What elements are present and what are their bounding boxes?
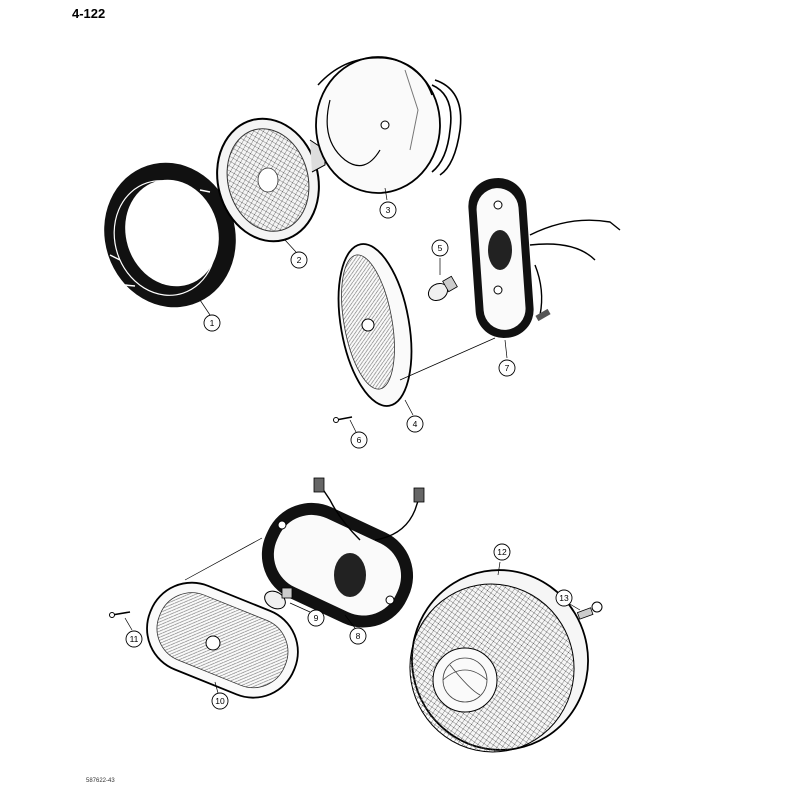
lamp-housing bbox=[315, 56, 462, 194]
callout-4: 4 bbox=[406, 415, 424, 433]
svg-text:6: 6 bbox=[357, 435, 362, 445]
screw-upper bbox=[333, 416, 353, 423]
svg-text:11: 11 bbox=[130, 634, 139, 644]
page-number: 4-122 bbox=[72, 6, 106, 21]
svg-text:10: 10 bbox=[215, 696, 225, 706]
callout-7: 7 bbox=[498, 359, 516, 377]
svg-text:5: 5 bbox=[438, 243, 443, 253]
oval-lens-upper bbox=[337, 243, 413, 407]
leader-line bbox=[349, 419, 357, 433]
round-grille-lamp bbox=[409, 569, 589, 753]
leader-line bbox=[384, 187, 388, 201]
leader-line bbox=[289, 602, 311, 613]
callout-9: 9 bbox=[307, 609, 325, 627]
svg-text:7: 7 bbox=[505, 363, 510, 373]
leader-line bbox=[567, 602, 581, 611]
leader-line bbox=[124, 617, 133, 631]
callout-13: 13 bbox=[555, 589, 573, 607]
callout-5: 5 bbox=[431, 239, 449, 257]
sealed-beam-lamp bbox=[216, 117, 326, 243]
leader-line bbox=[404, 399, 414, 416]
svg-text:9: 9 bbox=[314, 613, 319, 623]
leader-line bbox=[504, 339, 508, 359]
svg-text:8: 8 bbox=[356, 631, 361, 641]
svg-text:3: 3 bbox=[386, 205, 391, 215]
svg-text:1: 1 bbox=[210, 318, 215, 328]
retaining-ring bbox=[104, 162, 236, 308]
oval-housing-lower bbox=[261, 477, 425, 628]
callout-3: 3 bbox=[379, 201, 397, 219]
callout-1: 1 bbox=[203, 314, 221, 332]
svg-text:12: 12 bbox=[497, 547, 507, 557]
oval-housing-upper bbox=[468, 178, 621, 338]
svg-text:2: 2 bbox=[297, 255, 302, 265]
callout-10: 10 bbox=[211, 692, 229, 710]
callout-2: 2 bbox=[290, 251, 308, 269]
screw-lower bbox=[109, 611, 131, 618]
leader-line bbox=[497, 561, 501, 576]
leader-line bbox=[284, 239, 297, 253]
leader-line bbox=[399, 337, 496, 381]
bulb-lower bbox=[264, 587, 293, 610]
svg-text:13: 13 bbox=[559, 593, 569, 603]
oval-lens-lower bbox=[146, 581, 299, 699]
bulb-upper bbox=[427, 275, 458, 302]
leader-line bbox=[184, 537, 263, 581]
leader-line bbox=[199, 299, 211, 316]
leader-line bbox=[344, 614, 356, 629]
document-code: 587622-43 bbox=[86, 778, 115, 784]
callout-11: 11 bbox=[125, 630, 143, 648]
callout-8: 8 bbox=[349, 627, 367, 645]
small-bulb bbox=[576, 601, 603, 620]
callout-6: 6 bbox=[350, 431, 368, 449]
leader-line bbox=[214, 681, 219, 694]
svg-text:4: 4 bbox=[413, 419, 418, 429]
callout-12: 12 bbox=[493, 543, 511, 561]
